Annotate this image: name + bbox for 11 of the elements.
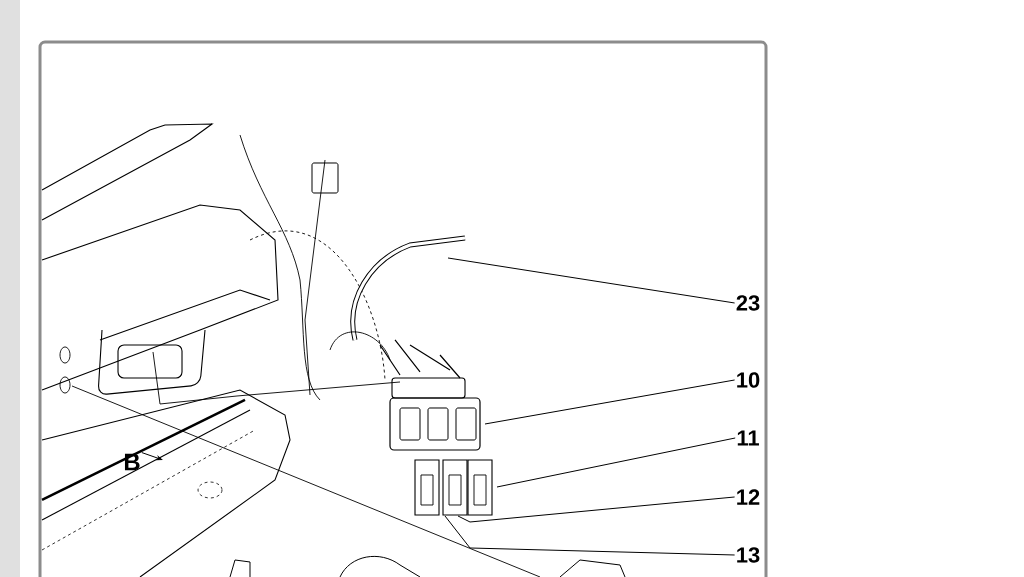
leader-line: [444, 515, 736, 556]
leader-line: [447, 257, 736, 304]
leader-line: [457, 496, 736, 523]
callout-number: 13: [737, 547, 760, 563]
leader-arrow: [141, 452, 163, 461]
leader-line: [496, 437, 736, 488]
callout-number: 12: [737, 489, 760, 505]
callout-number: 10: [737, 372, 760, 388]
callout-number: 23: [736, 295, 760, 311]
callout-number: 11: [737, 430, 759, 446]
leader-line: [484, 379, 736, 425]
